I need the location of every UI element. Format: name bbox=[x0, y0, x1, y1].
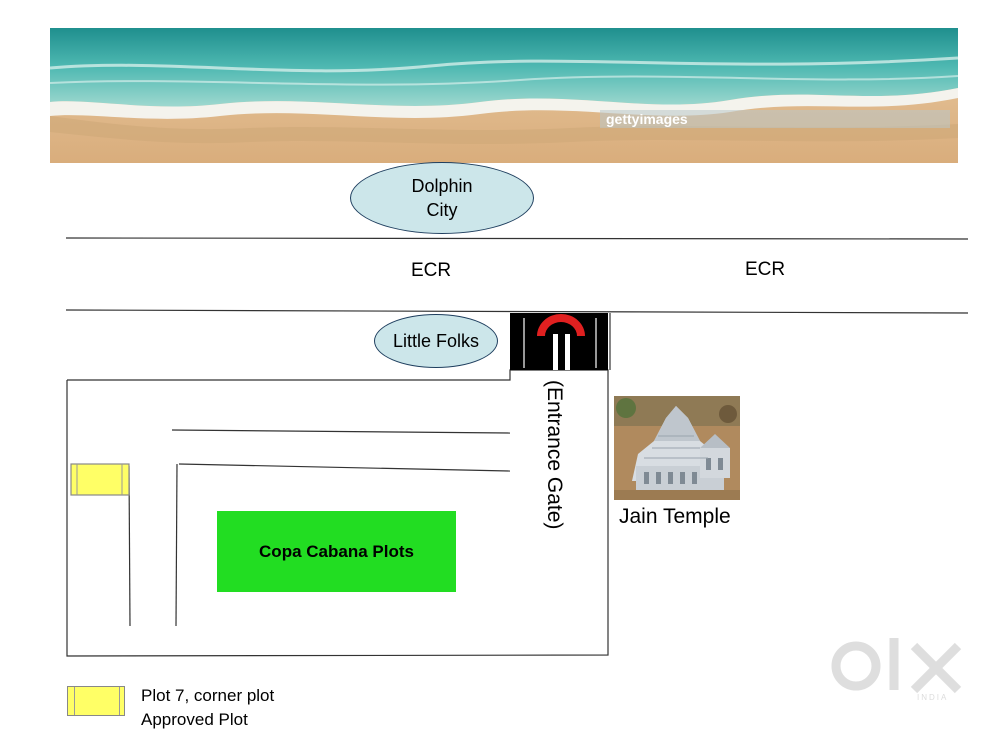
ecr-road-label-right: ECR bbox=[745, 259, 786, 280]
getty-watermark: gettyimages bbox=[606, 111, 688, 127]
internal-street-line bbox=[171, 429, 511, 434]
little-folks-landmark: Little Folks bbox=[374, 314, 498, 368]
internal-street-line bbox=[175, 463, 178, 627]
copa-cabana-plots-block: Copa Cabana Plots bbox=[217, 511, 456, 592]
legend-line1: Plot 7, corner plot bbox=[141, 686, 275, 705]
legend-line2: Approved Plot bbox=[141, 710, 248, 729]
gate-pillar bbox=[565, 334, 570, 370]
olx-watermark-logo bbox=[831, 638, 962, 694]
dolphin-city-label-line1: Dolphin bbox=[411, 176, 473, 196]
dolphin-city-landmark: Dolphin City bbox=[350, 162, 534, 234]
dolphin-city-label-line2: City bbox=[426, 200, 458, 220]
ecr-road-bottom-edge bbox=[65, 309, 969, 314]
beach-header-image: gettyimages bbox=[50, 28, 958, 163]
gate-arch bbox=[537, 314, 585, 336]
legend-approved-plot-swatch bbox=[67, 686, 125, 716]
olx-watermark-sub: INDIA bbox=[917, 693, 949, 702]
jain-temple-image bbox=[614, 396, 740, 500]
entrance-gate-block bbox=[510, 313, 608, 370]
internal-street-line bbox=[178, 463, 511, 472]
jain-temple-label: Jain Temple bbox=[619, 505, 731, 528]
plot-7-marker bbox=[70, 463, 130, 496]
ecr-road-top-edge bbox=[65, 237, 969, 240]
gate-pillar bbox=[553, 334, 558, 370]
entrance-gate-label: (Entrance Gate) bbox=[543, 380, 566, 530]
ecr-road-label-left: ECR bbox=[411, 260, 452, 281]
copa-cabana-plots-label: Copa Cabana Plots bbox=[259, 541, 414, 561]
little-folks-label: Little Folks bbox=[392, 331, 480, 351]
